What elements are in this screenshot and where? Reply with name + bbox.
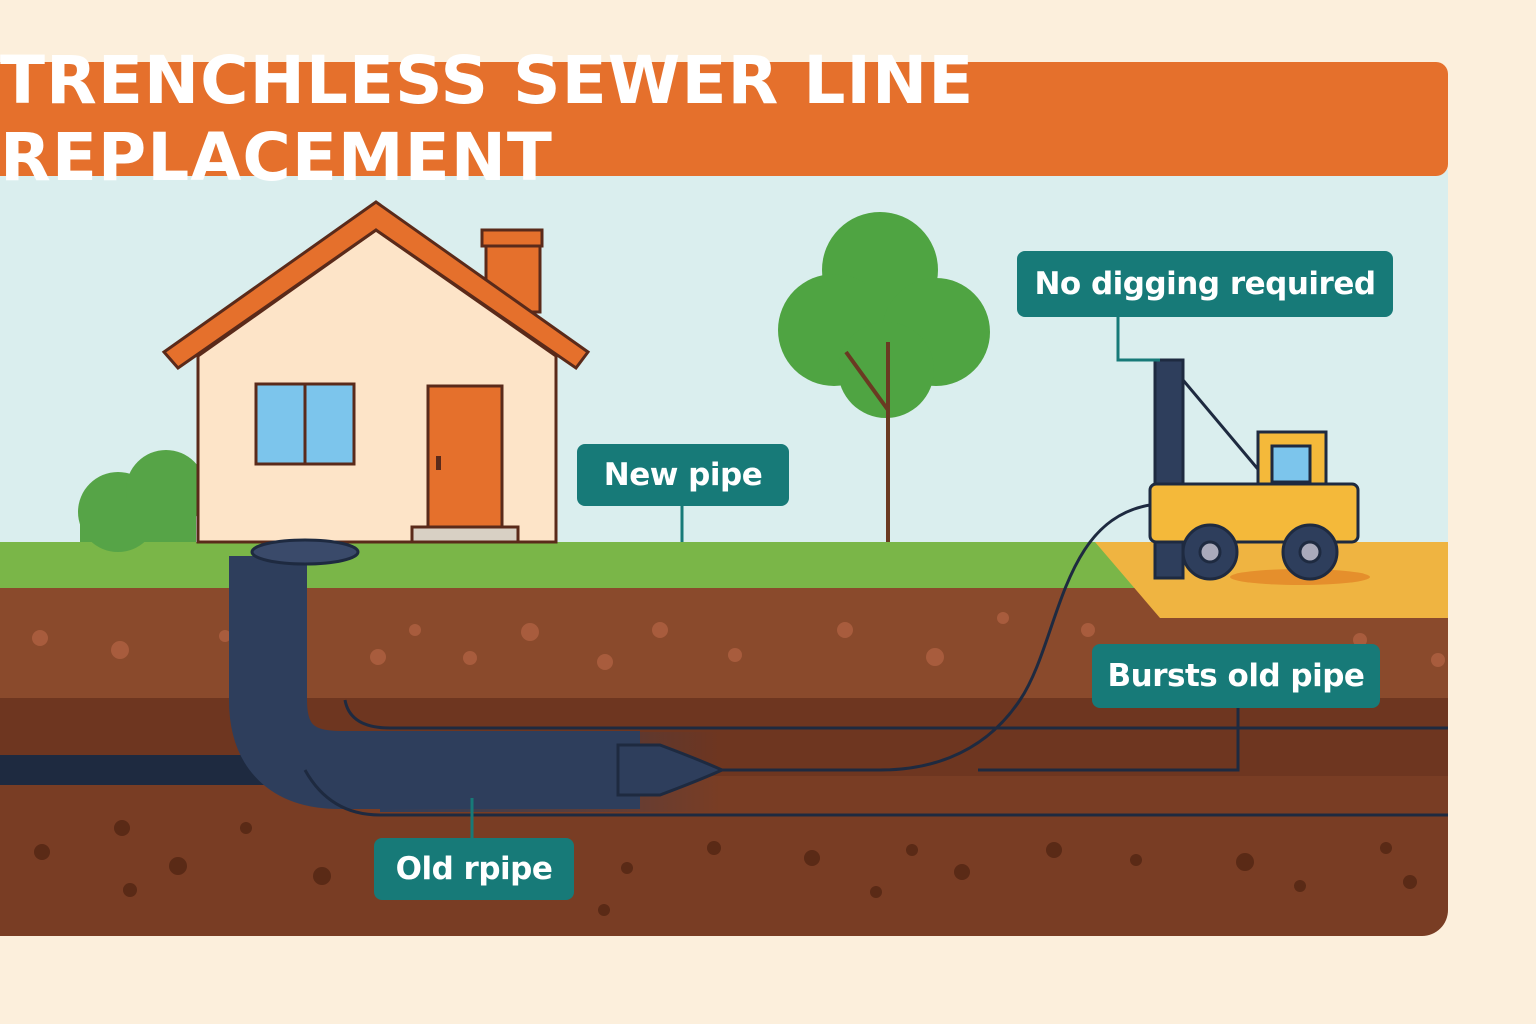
label-bursts-old-pipe: Bursts old pipe [1092,644,1380,708]
label-old-pipe: Old rpipe [374,838,574,900]
house [161,200,591,544]
soil-bottom [0,776,1448,936]
soil-pebbles [32,612,1445,670]
pull-cable [720,503,1151,772]
page-title: TRENCHLESS SEWER LINE REPLACEMENT [0,42,975,196]
label-no-digging: No digging required [1017,251,1393,317]
title-banner: TRENCHLESS SEWER LINE REPLACEMENT [0,42,1448,196]
leader-lines [470,314,1240,838]
pipe-opening [250,538,360,566]
bush [78,450,206,552]
bursting-head [616,743,726,797]
deep-pebbles [34,820,1417,916]
drilling-rig [1148,358,1370,585]
tree [778,212,990,542]
new-pipe [229,556,640,809]
label-new-pipe: New pipe [577,444,789,506]
